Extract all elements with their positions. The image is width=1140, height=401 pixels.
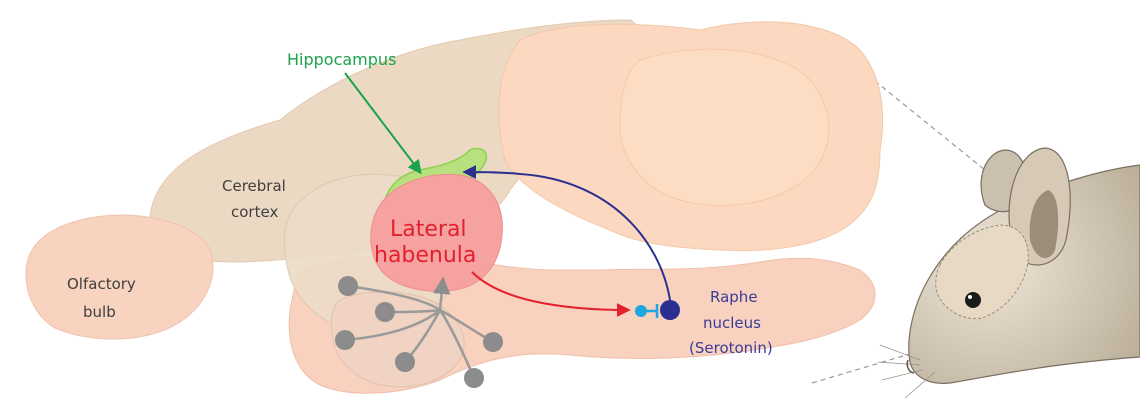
input-node-1 — [338, 276, 358, 296]
input-node-3 — [335, 330, 355, 350]
raphe-label-line3: (Serotonin) — [689, 339, 773, 357]
input-node-4 — [395, 352, 415, 372]
raphe-neuron-icon — [660, 300, 680, 320]
lateral-habenula-label-line1: Lateral — [390, 217, 467, 242]
mouse-eye-highlight — [968, 295, 972, 299]
cerebellum-inner-lobe — [620, 49, 829, 205]
input-node-5 — [464, 368, 484, 388]
hippocampus-label: Hippocampus — [287, 50, 396, 69]
cerebral-cortex-label-line1: Cerebral — [222, 177, 286, 195]
input-node-2 — [375, 302, 395, 322]
raphe-label-line1: Raphe — [710, 288, 758, 306]
mouse-head-icon — [878, 148, 1140, 398]
olfactory-bulb-label-line1: Olfactory — [67, 275, 136, 293]
mouse-eye-icon — [965, 292, 981, 308]
cerebral-cortex-label-line2: cortex — [231, 203, 278, 221]
input-node-6 — [483, 332, 503, 352]
inhibitory-terminal-icon — [635, 305, 647, 317]
raphe-label-line2: nucleus — [703, 314, 761, 332]
olfactory-bulb-label-line2: bulb — [83, 303, 116, 321]
lateral-habenula-label-line2: habenula — [374, 243, 476, 268]
